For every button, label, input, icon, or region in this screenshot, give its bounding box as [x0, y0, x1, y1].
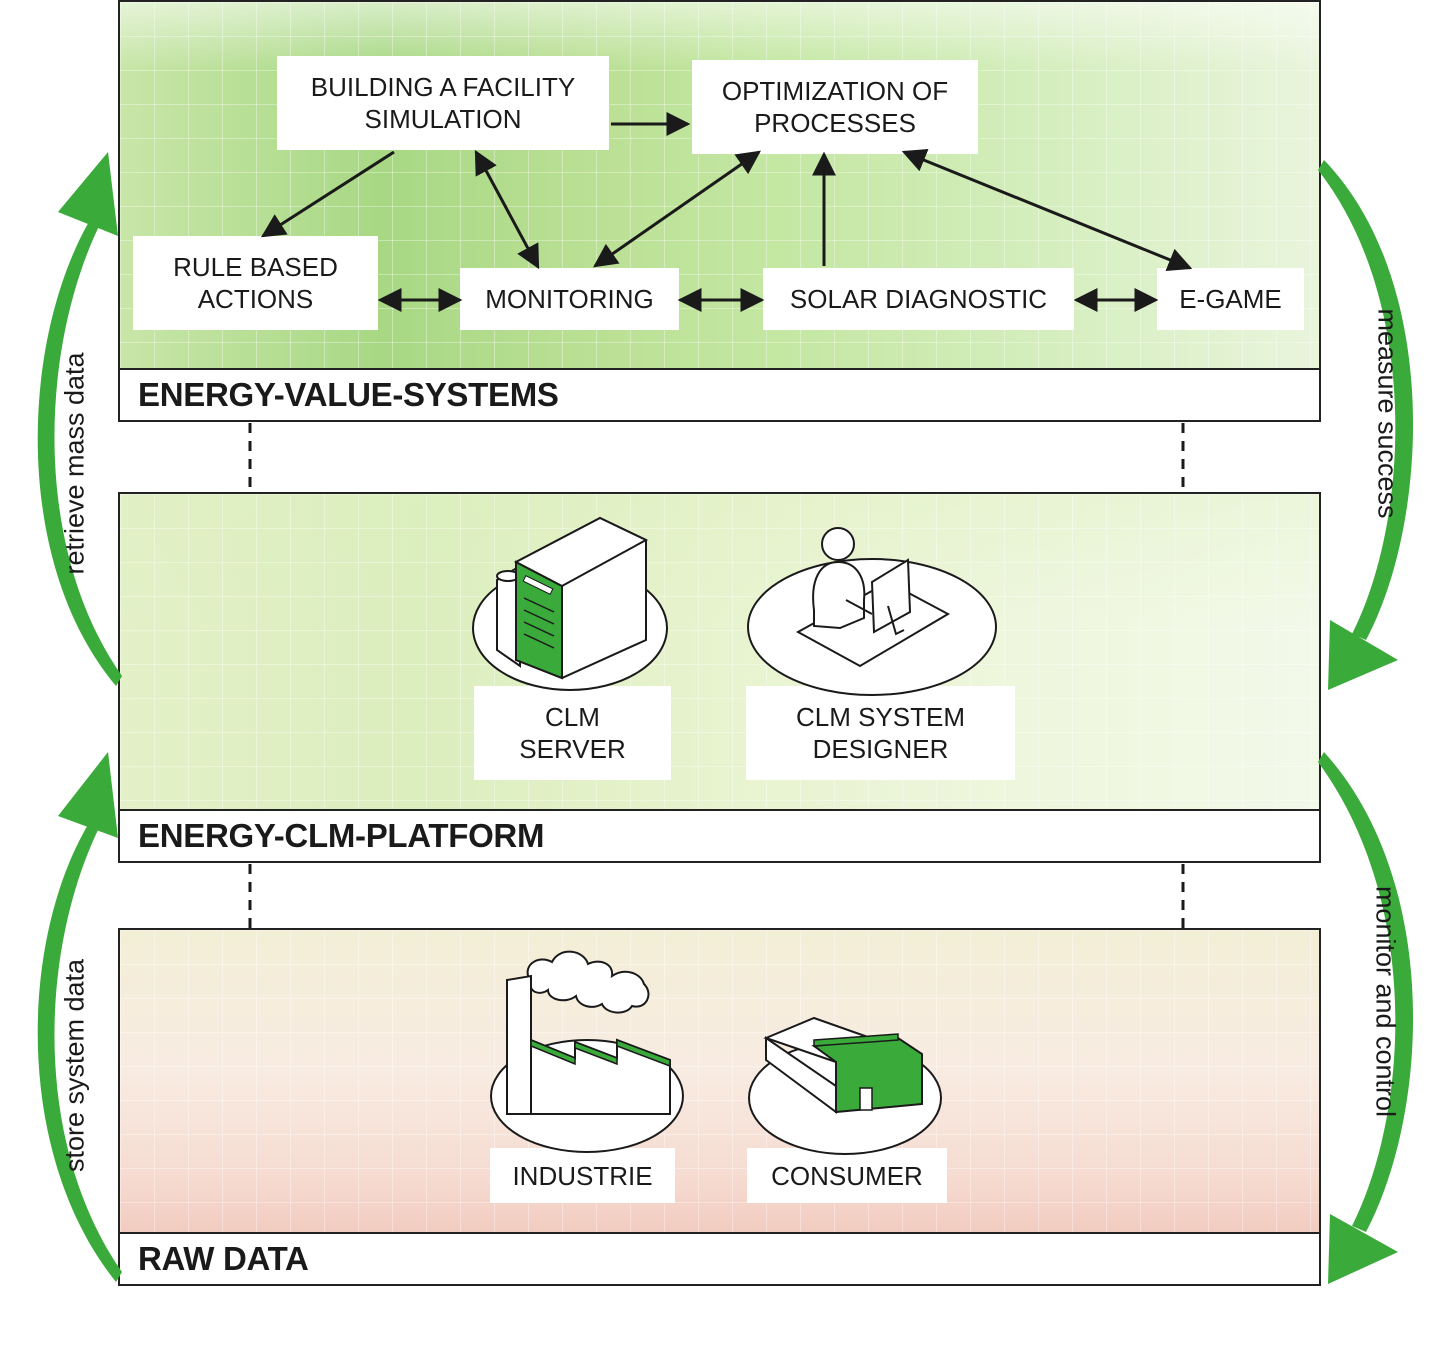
- node-label: SOLAR DIAGNOSTIC: [789, 284, 1048, 314]
- measure-arrow-shaft: [1318, 160, 1414, 640]
- building-icon: [748, 1016, 942, 1155]
- clm-server-label: CLM SERVER: [474, 686, 671, 780]
- arrow-monitoring-optimization: [593, 150, 761, 268]
- node-solar-diagnostic: SOLAR DIAGNOSTIC: [763, 268, 1074, 330]
- raw-data-panel: RAW DATA: [118, 928, 1321, 1286]
- side-arrows: [37, 152, 1414, 1284]
- server-icon: [472, 516, 668, 691]
- clm-system-designer-label: CLM SYSTEM DESIGNER: [746, 686, 1015, 780]
- node-building-simulation: BUILDING A FACILITY SIMULATION: [277, 56, 609, 150]
- node-e-game: E-GAME: [1157, 268, 1304, 330]
- item-label: CONSUMER: [771, 1160, 923, 1191]
- arrow-building-monitoring: [474, 149, 540, 270]
- store-system-data-label: store system data: [59, 958, 90, 1173]
- consumer-label: CONSUMER: [747, 1148, 947, 1203]
- workstation-icon: [747, 527, 997, 696]
- node-monitoring: MONITORING: [460, 268, 679, 330]
- node-label: MONITORING: [485, 284, 654, 314]
- retrieve-arrowhead-icon: [58, 152, 118, 236]
- item-label: INDUSTRIE: [512, 1160, 653, 1191]
- retrieve-arrow-shaft: [37, 210, 122, 686]
- node-connectors: [260, 112, 1193, 312]
- panel-title: RAW DATA: [120, 1232, 1319, 1284]
- store-arrow-shaft: [37, 812, 122, 1282]
- arrow-building-to-rule: [260, 150, 395, 238]
- layer-links: [248, 423, 1185, 928]
- store-arrowhead-icon: [58, 752, 118, 838]
- panel-title: ENERGY-CLM-PLATFORM: [120, 809, 1319, 861]
- node-label: OPTIMIZATION OF PROCESSES: [721, 76, 949, 138]
- node-label: BUILDING A FACILITY SIMULATION: [310, 72, 576, 134]
- monitor-arrow-shaft: [1318, 752, 1414, 1232]
- node-optimization: OPTIMIZATION OF PROCESSES: [692, 60, 978, 154]
- monitor-arrowhead-icon: [1328, 1214, 1398, 1284]
- panel-background: [120, 930, 1319, 1234]
- node-label: RULE BASED ACTIONS: [173, 252, 338, 314]
- measure-arrowhead-icon: [1328, 620, 1398, 690]
- monitor-and-control-label: monitor and control: [1370, 885, 1401, 1118]
- arrow-optimization-egame: [901, 148, 1193, 272]
- item-label: CLM SERVER: [519, 702, 626, 764]
- panel-background: [120, 494, 1319, 811]
- node-rule-based-actions: RULE BASED ACTIONS: [133, 236, 378, 330]
- energy-clm-platform-panel: ENERGY-CLM-PLATFORM: [118, 492, 1321, 863]
- retrieve-mass-data-label: retrieve mass data: [59, 352, 90, 575]
- measure-success-label: measure success: [1372, 308, 1403, 519]
- factory-icon: [490, 950, 684, 1153]
- item-label: CLM SYSTEM DESIGNER: [795, 702, 966, 764]
- industrie-label: INDUSTRIE: [490, 1148, 675, 1203]
- panel-title: ENERGY-VALUE-SYSTEMS: [120, 368, 1319, 420]
- node-label: E-GAME: [1179, 284, 1282, 314]
